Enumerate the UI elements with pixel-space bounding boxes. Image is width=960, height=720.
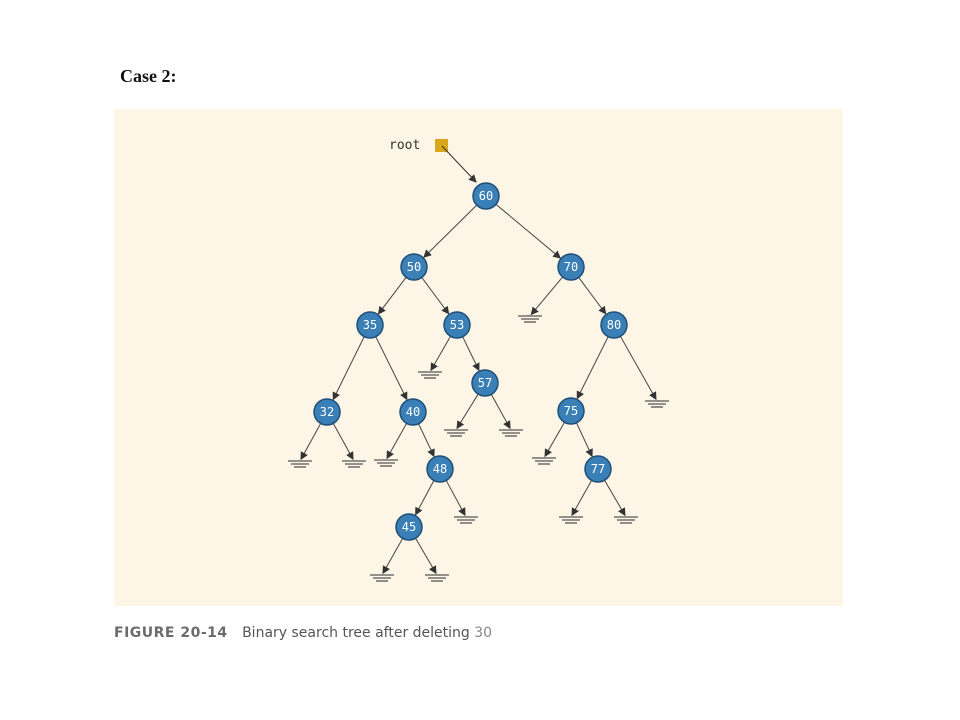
tree-edge bbox=[604, 479, 626, 517]
null-pointer-icon bbox=[559, 516, 583, 524]
tree-node-57: 57 bbox=[471, 369, 499, 397]
tree-edge bbox=[495, 203, 562, 259]
tree-edge bbox=[445, 480, 466, 517]
tree-edge bbox=[415, 537, 437, 575]
null-pointer-icon bbox=[645, 400, 669, 408]
tree-node-60: 60 bbox=[472, 182, 500, 210]
tree-node-32: 32 bbox=[313, 398, 341, 426]
null-pointer-icon bbox=[370, 574, 394, 582]
tree-node-label: 50 bbox=[407, 260, 421, 274]
tree-node-label: 80 bbox=[607, 318, 621, 332]
tree-edge bbox=[375, 336, 408, 401]
tree-node-label: 40 bbox=[406, 405, 420, 419]
tree-edge bbox=[576, 336, 609, 400]
figure-panel: 60 50 70 35 53 80 57 32 40 75 48 77 45 root bbox=[114, 109, 843, 606]
tree-node-circle bbox=[600, 311, 628, 339]
tree-edge bbox=[578, 277, 607, 315]
null-pointer-icon bbox=[454, 516, 478, 524]
tree-node-circle bbox=[313, 398, 341, 426]
tree-node-circle bbox=[584, 455, 612, 483]
tree-edge bbox=[576, 422, 593, 458]
figure-caption-value: 30 bbox=[474, 625, 493, 641]
tree-node-label: 75 bbox=[564, 404, 578, 418]
tree-edge bbox=[386, 423, 408, 460]
null-pointer-icon bbox=[342, 460, 366, 468]
edges-layer bbox=[300, 203, 657, 575]
tree-node-label: 32 bbox=[320, 405, 334, 419]
null-pointer-icon bbox=[288, 460, 312, 468]
tree-diagram: 60 50 70 35 53 80 57 32 40 75 48 77 45 root bbox=[288, 138, 669, 582]
tree-edge bbox=[430, 336, 451, 372]
tree-edge bbox=[382, 538, 404, 575]
tree-node-label: 57 bbox=[478, 376, 492, 390]
tree-edge bbox=[332, 423, 354, 461]
tree-node-label: 60 bbox=[479, 189, 493, 203]
tree-node-circle bbox=[557, 397, 585, 425]
tree-node-circle bbox=[472, 182, 500, 210]
tree-node-40: 40 bbox=[399, 398, 427, 426]
null-pointer-icon bbox=[532, 457, 556, 465]
null-markers-layer bbox=[288, 315, 669, 582]
null-pointer-icon bbox=[425, 574, 449, 582]
root-label: root bbox=[389, 138, 420, 153]
tree-node-80: 80 bbox=[600, 311, 628, 339]
null-pointer-icon bbox=[499, 429, 523, 437]
tree-node-circle bbox=[399, 398, 427, 426]
tree-edge bbox=[300, 423, 322, 461]
tree-edge bbox=[544, 422, 565, 458]
tree-node-circle bbox=[557, 253, 585, 281]
tree-node-label: 70 bbox=[564, 260, 578, 274]
tree-node-45: 45 bbox=[395, 513, 423, 541]
tree-node-circle bbox=[395, 513, 423, 541]
tree-node-label: 45 bbox=[402, 520, 416, 534]
tree-node-48: 48 bbox=[426, 455, 454, 483]
null-pointer-icon bbox=[614, 516, 638, 524]
null-pointer-icon bbox=[374, 459, 398, 467]
tree-node-label: 77 bbox=[591, 462, 605, 476]
figure-caption-text: Binary search tree after deleting bbox=[242, 625, 470, 641]
tree-edge bbox=[377, 277, 407, 315]
tree-node-label: 48 bbox=[433, 462, 447, 476]
tree-edge bbox=[490, 394, 511, 430]
null-pointer-icon bbox=[444, 429, 468, 437]
tree-node-77: 77 bbox=[584, 455, 612, 483]
tree-node-70: 70 bbox=[557, 253, 585, 281]
nodes-layer: 60 50 70 35 53 80 57 32 40 75 48 77 45 bbox=[313, 182, 628, 541]
tree-edge bbox=[332, 336, 365, 401]
figure-caption: FIGURE 20-14 Binary search tree after de… bbox=[114, 625, 492, 641]
tree-edge bbox=[571, 480, 593, 517]
tree-edge bbox=[421, 277, 450, 315]
case-heading: Case 2: bbox=[120, 66, 177, 86]
tree-node-circle bbox=[426, 455, 454, 483]
null-pointer-icon bbox=[518, 315, 542, 323]
tree-edge bbox=[462, 336, 480, 372]
null-pointer-icon bbox=[418, 371, 442, 379]
tree-edge bbox=[418, 423, 435, 458]
tree-edge bbox=[423, 204, 478, 258]
tree-node-label: 35 bbox=[363, 318, 377, 332]
tree-node-circle bbox=[356, 311, 384, 339]
root-pointer-arrow bbox=[441, 145, 477, 183]
tree-edge bbox=[415, 480, 435, 516]
tree-edge bbox=[456, 393, 479, 430]
tree-node-50: 50 bbox=[400, 253, 428, 281]
tree-node-75: 75 bbox=[557, 397, 585, 425]
tree-node-53: 53 bbox=[443, 311, 471, 339]
tree-edge bbox=[619, 336, 657, 401]
tree-node-circle bbox=[400, 253, 428, 281]
tree-edge bbox=[530, 276, 564, 316]
tree-node-circle bbox=[471, 369, 499, 397]
figure-label: FIGURE 20-14 bbox=[114, 625, 228, 641]
tree-node-label: 53 bbox=[450, 318, 464, 332]
tree-node-circle bbox=[443, 311, 471, 339]
tree-node-35: 35 bbox=[356, 311, 384, 339]
